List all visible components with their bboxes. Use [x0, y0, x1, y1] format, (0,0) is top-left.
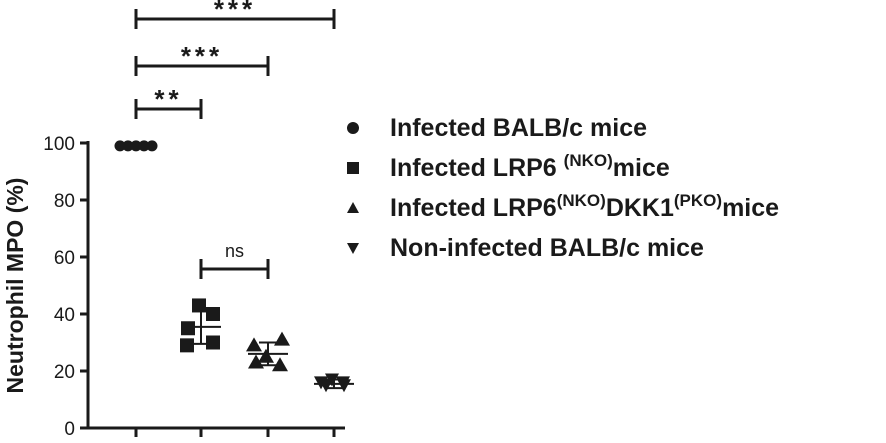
data-point	[122, 140, 134, 152]
data-point	[180, 338, 194, 353]
data-point	[272, 357, 288, 372]
data-point	[181, 321, 195, 336]
error-bars	[181, 308, 354, 390]
y-axis-label: Neutrophil MPO (%)	[2, 178, 28, 394]
y-tick-label: 60	[54, 248, 75, 269]
data-point	[206, 335, 220, 350]
triangle-down-marker-icon	[347, 243, 359, 254]
square-marker-icon	[347, 162, 359, 174]
y-tick-label: 20	[54, 362, 75, 383]
significance-label: ***	[181, 41, 223, 71]
significance-label: **	[154, 84, 182, 114]
y-tick-label: 0	[64, 419, 75, 440]
data-point	[274, 331, 290, 346]
legend-label: Infected BALB/c mice	[390, 114, 648, 142]
circle-marker-icon	[347, 122, 359, 134]
data-point	[337, 379, 351, 393]
y-tick-label: 80	[54, 191, 75, 212]
significance-brackets: ********ns	[134, 0, 336, 279]
data-point	[130, 140, 142, 152]
legend-label: Infected LRP6(NKO)DKK1(PKO)mice	[390, 191, 780, 222]
data-point	[258, 348, 274, 363]
data-point	[114, 140, 126, 152]
data-point	[246, 337, 262, 352]
legend-label: Non-infected BALB/c mice	[390, 234, 704, 262]
significance-label: ***	[214, 0, 256, 24]
significance-label: ns	[225, 241, 244, 261]
data-points	[114, 140, 351, 393]
data-point	[319, 379, 333, 393]
y-tick-label: 100	[43, 134, 75, 155]
data-point	[146, 140, 158, 152]
legend-label: Infected LRP6 (NKO)mice	[390, 151, 670, 182]
triangle-up-marker-icon	[347, 202, 359, 213]
y-tick-label: 40	[54, 305, 75, 326]
data-point	[138, 140, 150, 152]
